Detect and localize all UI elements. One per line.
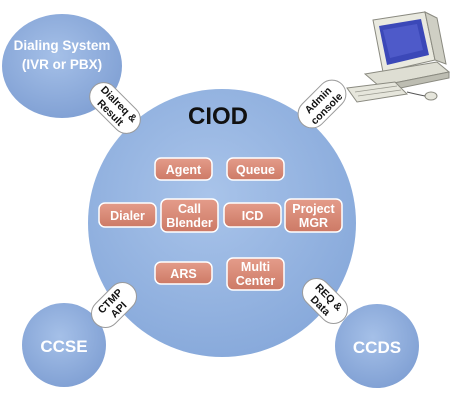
ciod-circle	[88, 89, 356, 357]
module-multi-center-sublabel: Center	[236, 274, 276, 288]
module-queue: Queue	[226, 157, 285, 181]
desktop-computer-icon	[346, 11, 450, 103]
module-ars-label: ARS	[170, 267, 196, 281]
module-multi-center-label: Multi	[241, 260, 270, 274]
module-queue-label: Queue	[236, 163, 275, 177]
module-project-mgr-label: Project	[292, 202, 335, 216]
module-call-blender-label: Call	[178, 202, 201, 216]
module-multi-center: Multi Center	[226, 257, 285, 291]
module-dialer-label: Dialer	[110, 209, 145, 223]
ciod-title: CIOD	[188, 103, 248, 130]
module-call-blender-sublabel: Blender	[166, 216, 213, 230]
module-dialer: Dialer	[98, 202, 157, 228]
module-agent-label: Agent	[166, 163, 202, 177]
ccse-circle	[22, 303, 106, 387]
dialing-system-label: Dialing System	[14, 38, 111, 53]
module-agent: Agent	[154, 157, 213, 181]
module-icd: ICD	[223, 202, 282, 228]
module-project-mgr: Project MGR	[284, 198, 343, 233]
module-icd-label: ICD	[242, 209, 264, 223]
ccse-label: CCSE	[40, 337, 87, 356]
ccds-label: CCDS	[353, 338, 401, 357]
ciod-center: CIOD	[88, 89, 356, 357]
ccds-node: CCDS	[335, 304, 419, 388]
dialing-system-sublabel: (IVR or PBX)	[22, 57, 102, 72]
ccse-node: CCSE	[22, 303, 106, 387]
ccds-circle	[335, 304, 419, 388]
module-call-blender: Call Blender	[160, 198, 219, 233]
module-project-mgr-sublabel: MGR	[299, 216, 328, 230]
module-ars: ARS	[154, 261, 213, 285]
